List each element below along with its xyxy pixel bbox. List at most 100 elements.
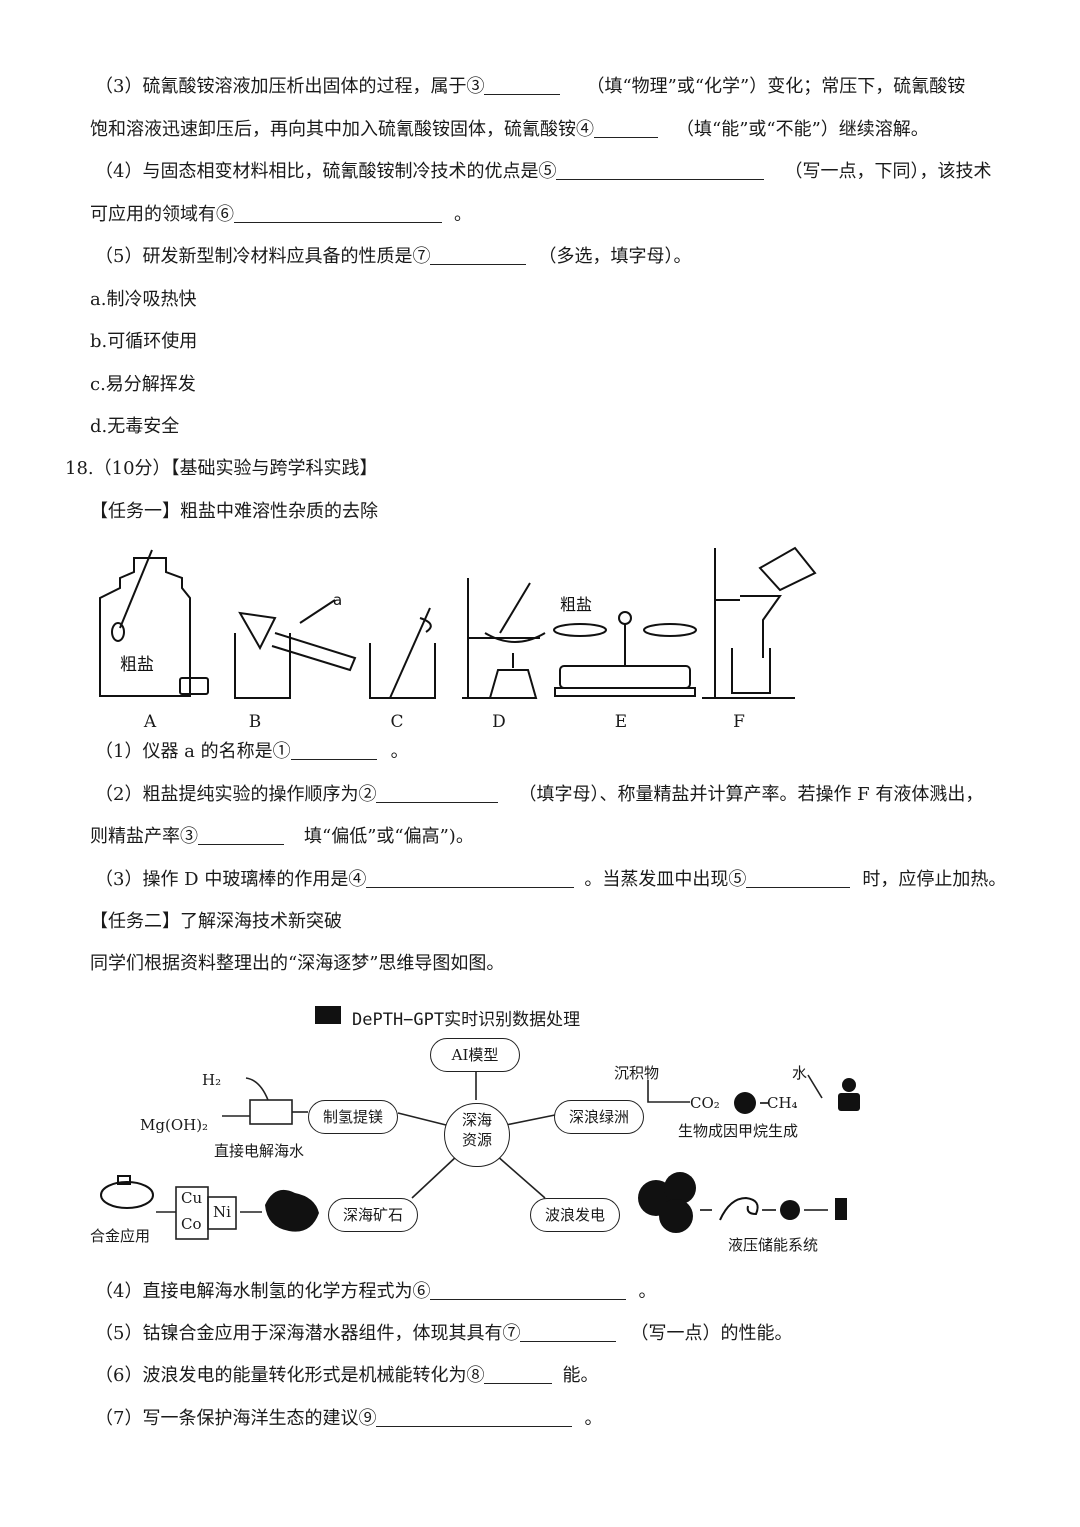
- q17-part4-line2: 可应用的领域有⑥ 。: [90, 203, 472, 227]
- label-crude-salt-balance: 粗盐: [560, 595, 592, 614]
- blank-2[interactable]: [376, 784, 499, 803]
- center-line2: 资源: [461, 1131, 492, 1149]
- pouring-setup-icon: [234, 599, 357, 699]
- submarine-icon: [100, 1175, 154, 1209]
- blank-4b[interactable]: [366, 869, 575, 888]
- q18-p7-text-a: （7）写一条保护海洋生态的建议⑨: [95, 1408, 377, 1429]
- ore-rock-icon: [265, 1189, 319, 1232]
- q18-p6-text-b: 能。: [562, 1365, 599, 1386]
- label-methane: 生物成因甲烷生成: [678, 1122, 799, 1140]
- fig-label-F: F: [733, 712, 745, 732]
- q18-part2-line2: 则精盐产率③ 填“偏低”或“偏高”)。: [90, 825, 474, 849]
- q18-header: 18.（10分）【基础实验与跨学科实践】: [65, 458, 378, 479]
- blank-1[interactable]: [290, 741, 377, 760]
- blank-5[interactable]: [556, 161, 765, 180]
- ch4-catalyst-dot: [734, 1092, 756, 1114]
- label-cu: Cu: [181, 1189, 203, 1207]
- task1-title: 【任务一】粗盐中难溶性杂质的去除: [90, 501, 378, 522]
- blank-6b[interactable]: [430, 1281, 627, 1300]
- node-ore: 深海矿石: [328, 1198, 418, 1232]
- label-crude-salt-bottle: 粗盐: [120, 655, 154, 675]
- option-d: d.无毒安全: [90, 416, 180, 437]
- q18-part3: （3）操作 D 中玻璃棒的作用是④ 。当蒸发皿中出现⑤ 时，应停止加热。: [95, 868, 1006, 892]
- q17-part4-line1: （4）与固态相变材料相比，硫氰酸铵制冷技术的优点是⑤ （写一点，下同），该技术: [95, 160, 991, 184]
- option-c: c.易分解挥发: [90, 374, 196, 395]
- q18-p7-text-b: 。: [584, 1408, 603, 1429]
- q17-p4-text-c: 可应用的领域有⑥: [90, 204, 234, 225]
- q17-part3-line1: （3）硫氰酸铵溶液加压析出固体的过程，属于③ （填“物理”或“化学”）变化；常压下…: [95, 75, 965, 99]
- q18-part5: （5）钴镍合金应用于深海潜水器组件，体现其具有⑦（写一点）的性能。: [95, 1322, 792, 1346]
- q18-part1: （1）仪器 a 的名称是① 。: [95, 740, 409, 764]
- q18-p2-text-d: 填“偏低”或“偏高”)。: [304, 826, 474, 847]
- fig-label-B: B: [248, 712, 262, 732]
- q18-p2-text-b: （填字母）、称量精盐并计算产率。若操作 F 有液体溅出，: [518, 784, 984, 805]
- label-ch4: CH₄: [767, 1094, 798, 1112]
- blank-5b[interactable]: [746, 869, 851, 888]
- q17-p3-text-b: （填“物理”或“化学”）变化；常压下，硫氰酸铵: [586, 76, 966, 97]
- q17-p5-text-a: （5）研发新型制冷材料应具备的性质是⑦: [95, 246, 431, 267]
- apparatus-figure: 粗盐 粗盐 a: [99, 546, 817, 699]
- generator-icon: [780, 1200, 800, 1220]
- center-line1: 深海: [461, 1111, 492, 1129]
- label-sediment: 沉积物: [614, 1064, 660, 1082]
- node-ai-model: AI模型: [430, 1038, 520, 1072]
- label-co: Co: [181, 1215, 202, 1233]
- node-wave: 波浪发电: [530, 1198, 620, 1232]
- node-green: 深浪绿洲: [554, 1100, 644, 1134]
- chart-monitor-icon: [315, 1006, 341, 1024]
- label-a: a: [333, 591, 342, 609]
- fig-label-A: A: [143, 712, 157, 732]
- evaporation-setup-icon: [462, 578, 546, 699]
- q17-p3-text-c: 饱和溶液迅速卸压后，再向其中加入硫氰酸铵固体，硫氰酸铵④: [90, 119, 594, 140]
- q17-p3-text-a: （3）硫氰酸铵溶液加压析出固体的过程，属于③: [95, 76, 485, 97]
- wave-curl-icon: [719, 1196, 759, 1221]
- blank-3[interactable]: [484, 76, 561, 95]
- battery-icon: [835, 1198, 847, 1220]
- q18-p3-text-b: 。当蒸发皿中出现⑤: [584, 869, 747, 890]
- q18-p5-text-b: （写一点）的性能。: [630, 1323, 793, 1344]
- blank-3b[interactable]: [198, 826, 284, 845]
- label-electrolysis: 直接电解海水: [214, 1142, 305, 1160]
- beaker-stirring-icon: [369, 607, 436, 699]
- q18-p2-text-c: 则精盐产率③: [90, 826, 198, 847]
- blank-9[interactable]: [376, 1408, 573, 1427]
- q18-p1-text-b: 。: [390, 741, 409, 762]
- label-h2: H₂: [202, 1071, 222, 1089]
- blank-4[interactable]: [594, 119, 658, 138]
- q18-p4-text-b: 。: [638, 1281, 657, 1302]
- q17-p4-text-b: （写一点，下同），该技术: [784, 161, 992, 182]
- q17-p5-text-b: （多选，填字母）。: [538, 246, 692, 267]
- q18-part4: （4）直接电解海水制氢的化学方程式为⑥。: [95, 1280, 656, 1304]
- fig-label-E: E: [614, 712, 628, 732]
- task2-title: 【任务二】了解深海技术新突破: [90, 911, 342, 932]
- q18-part7: （7）写一条保护海洋生态的建议⑨ 。: [95, 1407, 602, 1431]
- q18-p3-text-c: 时，应停止加热。: [862, 869, 1007, 890]
- q17-p4-text-d: 。: [454, 204, 472, 225]
- q18-part2-line1: （2）粗盐提纯实验的操作顺序为②（填字母）、称量精盐并计算产率。若操作 F 有液…: [95, 783, 983, 807]
- node-h2-mg: 制氢提镁: [308, 1100, 398, 1134]
- node-center: 深海 资源: [444, 1103, 510, 1167]
- mindmap-title: DePTH−GPT实时识别数据处理: [352, 1010, 581, 1030]
- gas-tank-icon: [838, 1078, 860, 1111]
- filtration-setup-icon: [702, 546, 817, 699]
- label-ni: Ni: [213, 1203, 231, 1221]
- fig-label-C: C: [390, 712, 404, 732]
- label-hydraulic: 液压储能系统: [728, 1236, 819, 1254]
- q17-p4-text-a: （4）与固态相变材料相比，硫氰酸铵制冷技术的优点是⑤: [95, 161, 557, 182]
- q17-part5: （5）研发新型制冷材料应具备的性质是⑦ （多选，填字母）。: [95, 245, 691, 269]
- q17-p3-text-d: （填“能”或“不能”）继续溶解。: [676, 119, 929, 140]
- balance-icon: [553, 611, 697, 697]
- blank-7b[interactable]: [520, 1323, 617, 1342]
- mindmap-lines: [100, 1006, 860, 1240]
- blank-6[interactable]: [234, 204, 442, 223]
- q18-p1-text-a: （1）仪器 a 的名称是①: [95, 741, 291, 762]
- q17-part3-line2: 饱和溶液迅速卸压后，再向其中加入硫氰酸铵固体，硫氰酸铵④ （填“能”或“不能”）继…: [90, 118, 929, 142]
- label-mgoh2: Mg(OH)₂: [140, 1116, 209, 1134]
- fig-label-D: D: [492, 712, 506, 732]
- mindmap-intro: 同学们根据资料整理出的“深海逐梦”思维导图如图。: [90, 953, 505, 974]
- blank-8[interactable]: [484, 1365, 553, 1384]
- blank-7[interactable]: [430, 246, 527, 265]
- option-b: b.可循环使用: [90, 331, 198, 352]
- q18-p3-text-a: （3）操作 D 中玻璃棒的作用是④: [95, 869, 367, 890]
